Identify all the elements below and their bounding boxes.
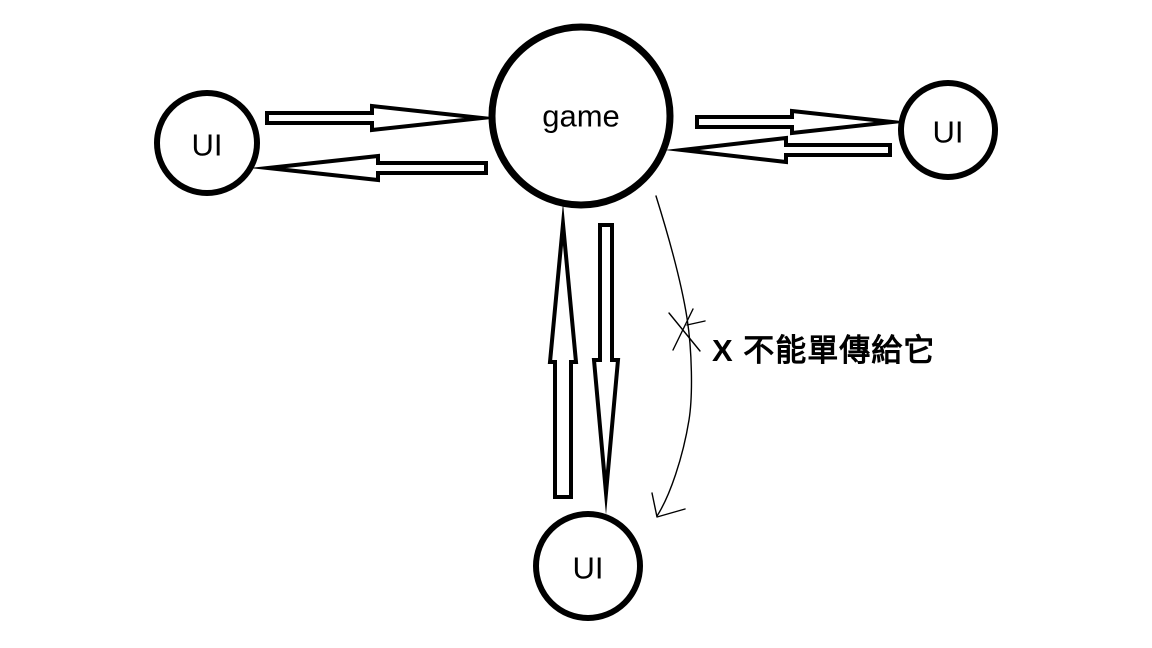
arrow-game-to-ui-right (695, 108, 911, 136)
annotation-cannot-send: X 不能單傳給它 (651, 195, 935, 518)
node-ui-left-label: UI (192, 128, 223, 163)
node-game-circle (488, 23, 674, 209)
x-cross-mark (668, 308, 706, 352)
arrow-game-to-ui-bottom (591, 223, 621, 516)
node-ui-bottom-label: UI (573, 551, 604, 586)
arrow-ui-bottom-to-game (547, 202, 579, 499)
node-ui-right: UI (898, 80, 998, 180)
node-game-label: game (542, 99, 620, 134)
node-game: game (488, 23, 674, 209)
annotation-text: X 不能單傳給它 (712, 333, 935, 368)
node-ui-right-circle (898, 80, 998, 180)
arrow-ui-right-to-game (664, 135, 892, 165)
annotation-curve (655, 195, 693, 517)
node-ui-bottom: UI (533, 511, 643, 621)
node-ui-bottom-circle (533, 511, 643, 621)
node-ui-left-circle (154, 90, 260, 196)
node-ui-right-label: UI (933, 115, 964, 150)
arrow-ui-left-to-game (265, 103, 501, 133)
arrow-game-to-ui-left (249, 153, 488, 183)
node-ui-left: UI (154, 90, 260, 196)
annotation-arrowhead (651, 492, 686, 518)
